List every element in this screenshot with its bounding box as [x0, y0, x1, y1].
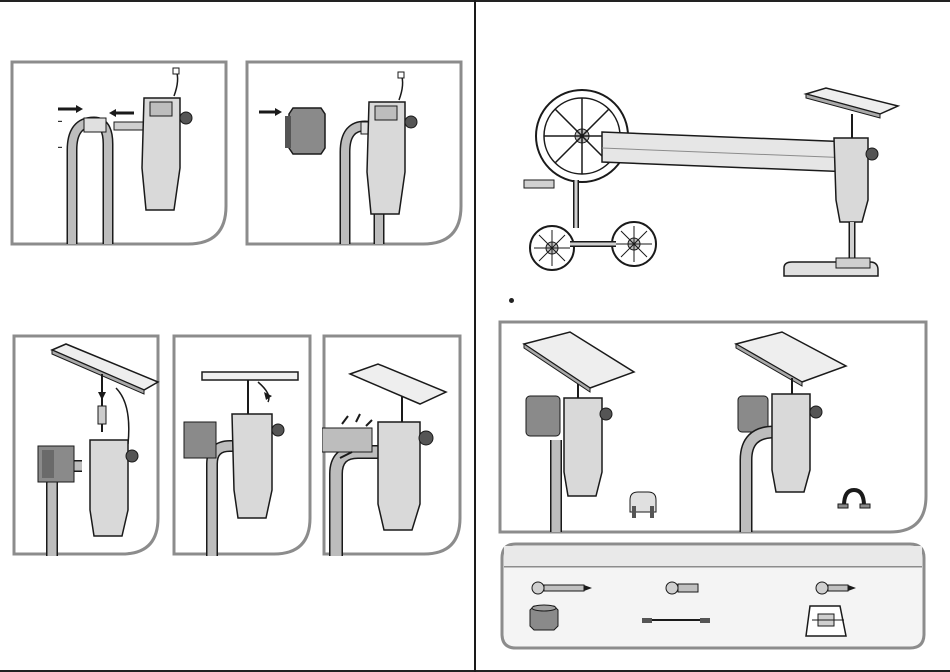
step-1-panel: ▬ ▬	[10, 60, 228, 246]
parts-list-panel	[500, 542, 926, 650]
end-cap-icon	[530, 605, 558, 630]
step-3-panel	[12, 334, 160, 556]
bullet-point	[509, 298, 514, 303]
panel-bracket-icon	[806, 606, 846, 636]
left-page: ▬ ▬	[0, 0, 476, 672]
step-1-note-bottom: ▬	[58, 144, 62, 149]
step-5-panel	[322, 334, 462, 556]
step-1-note-top: ▬	[58, 118, 62, 123]
step-2-panel	[245, 60, 463, 246]
step-4-panel	[172, 334, 312, 556]
right-page	[476, 0, 950, 672]
mount-options-panel	[498, 320, 928, 534]
short-screw-icon	[666, 582, 698, 594]
reel-overview-illustration	[522, 86, 942, 290]
